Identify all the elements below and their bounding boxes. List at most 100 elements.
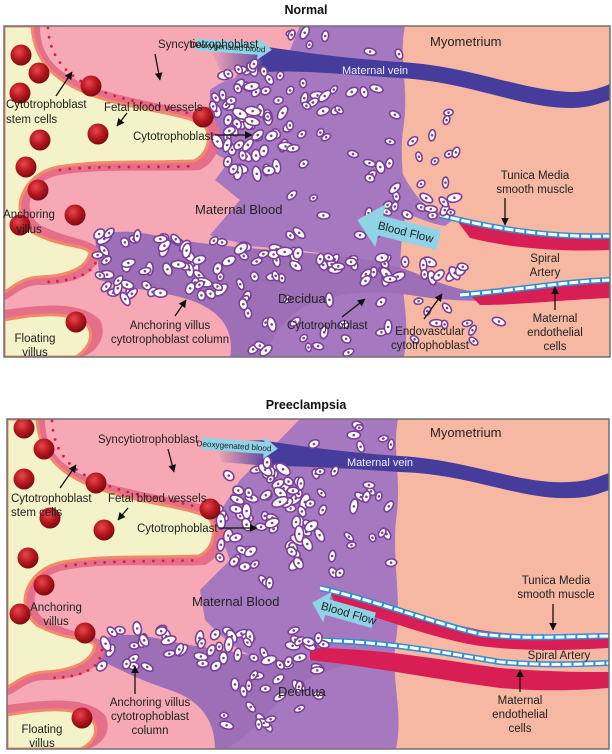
trophoblast-cell <box>93 228 106 241</box>
trophoblast-cell <box>346 541 357 550</box>
trophoblast-cell <box>296 129 307 139</box>
fetal-blood-vessel <box>29 129 51 151</box>
trophoblast-cell <box>299 333 309 343</box>
label-endovascular-line1: Endovascular <box>395 326 465 338</box>
trophoblast-cell <box>316 488 327 499</box>
trophoblast-cell <box>238 298 249 311</box>
syncytium-nucleus <box>53 53 57 57</box>
label-maternal-endothelial-line2: endothelial <box>492 709 548 721</box>
trophoblast-cell <box>196 659 210 669</box>
trophoblast-cell <box>215 552 225 563</box>
trophoblast-cell <box>384 558 398 568</box>
fetal-blood-vessel <box>17 547 39 569</box>
trophoblast-cell <box>249 559 260 570</box>
trophoblast-cell <box>138 266 152 276</box>
trophoblast-cell <box>249 669 259 681</box>
syncytium-nucleus <box>46 26 50 30</box>
trophoblast-cell <box>304 342 313 353</box>
syncytium-nucleus <box>142 559 146 563</box>
label-decidua: Decidua <box>278 291 326 306</box>
trophoblast-cell <box>294 680 304 694</box>
syncytium-nucleus <box>50 44 53 48</box>
trophoblast-cell <box>362 158 377 168</box>
syncytium-nucleus <box>56 279 59 283</box>
label-floating-villus-line1: Floating <box>15 333 56 345</box>
trophoblast-cell <box>120 237 130 248</box>
syncytium-nucleus <box>171 559 175 563</box>
trophoblast-cell <box>99 635 112 652</box>
trophoblast-cell <box>241 502 252 520</box>
label-anchoring-column-line2: cytotrophoblast <box>111 711 190 723</box>
label-maternal-vein: Maternal vein <box>342 65 408 77</box>
fetal-blood-vessel <box>87 123 109 145</box>
label-cytotrophoblast-stem-cells-line2: stem cells <box>11 507 62 519</box>
syncytium-nucleus <box>51 428 55 432</box>
syncytium-nucleus <box>167 165 170 169</box>
trophoblast-cell <box>308 193 319 203</box>
syncytium-nucleus <box>93 664 97 667</box>
fetal-blood-vessel <box>13 419 35 439</box>
panel-border <box>6 418 610 750</box>
trophoblast-cell <box>106 626 118 638</box>
panel-title-preeclampsia: Preeclampsia <box>265 398 347 412</box>
trophoblast-cell <box>441 302 453 314</box>
trophoblast-cell <box>292 652 308 663</box>
trophoblast-cell <box>343 531 355 542</box>
trophoblast-cell <box>304 498 316 509</box>
trophoblast-cell <box>304 519 319 533</box>
syncytium-nucleus <box>132 560 136 563</box>
trophoblast-cell <box>209 628 221 641</box>
fetal-blood-vessel <box>64 204 86 226</box>
syncytium-nucleus <box>190 559 194 562</box>
trophoblast-cell <box>320 30 330 43</box>
trophoblast-cell <box>208 235 219 246</box>
trophoblast-cell <box>206 644 217 657</box>
trophoblast-cell <box>244 116 261 127</box>
trophoblast-cell <box>272 673 285 685</box>
trophoblast-cell <box>140 661 154 673</box>
trophoblast-cell <box>232 485 245 496</box>
label-cytotrophoblast-decidua: Cytotrophoblast <box>287 320 368 332</box>
trophoblast-cell <box>451 146 461 159</box>
deoxygenated-blood-arrow: Deoxygenated blood <box>196 436 278 459</box>
label-floating-villus-line2: villus <box>22 347 48 359</box>
trophoblast-cell <box>298 77 308 89</box>
fetal-blood-vessel <box>85 472 107 494</box>
trophoblast-cell <box>238 561 252 572</box>
villus-core <box>4 26 210 294</box>
syncytium-nucleus <box>58 168 62 172</box>
trophoblast-cell <box>285 85 295 96</box>
fetal-blood-vessel <box>9 214 31 236</box>
trophoblast-cell <box>374 252 390 264</box>
trophoblast-cell <box>248 58 259 70</box>
syncytium-nucleus <box>113 94 116 98</box>
fetal-blood-vessel <box>80 75 102 97</box>
trophoblast-cell <box>387 438 395 451</box>
syncytium-nucleus <box>70 674 74 678</box>
trophoblast-cell <box>285 230 296 241</box>
trophoblast-cell <box>374 160 386 175</box>
trophoblast-cell <box>250 256 263 267</box>
fetal-blood-vessel <box>9 603 31 625</box>
trophoblast-cell <box>382 200 393 210</box>
syncytium-nucleus <box>149 103 153 106</box>
syncytium-nucleus <box>186 164 190 168</box>
syncytium-nucleus <box>88 268 92 272</box>
trophoblast-cell <box>211 281 224 292</box>
fetal-blood-vessel <box>192 106 214 128</box>
trophoblast-cell <box>382 274 398 284</box>
trophoblast-cell <box>301 101 312 111</box>
label-myometrium: Myometrium <box>430 425 502 440</box>
trophoblast-cell <box>264 715 277 724</box>
trophoblast-cell <box>286 546 298 558</box>
trophoblast-cell <box>409 334 420 344</box>
syncytium-nucleus <box>172 500 176 503</box>
trophoblast-cell <box>170 233 182 245</box>
trophoblast-cell <box>292 556 305 570</box>
syncytium-nucleus <box>86 669 90 672</box>
syncytium-nucleus <box>62 454 65 458</box>
label-maternal-endothelial-line1: Maternal <box>498 695 543 707</box>
label-maternal-endothelial-line2: endothelial <box>527 327 583 339</box>
fetal-blood-vessel <box>33 438 55 460</box>
trophoblast-cell <box>383 500 395 513</box>
